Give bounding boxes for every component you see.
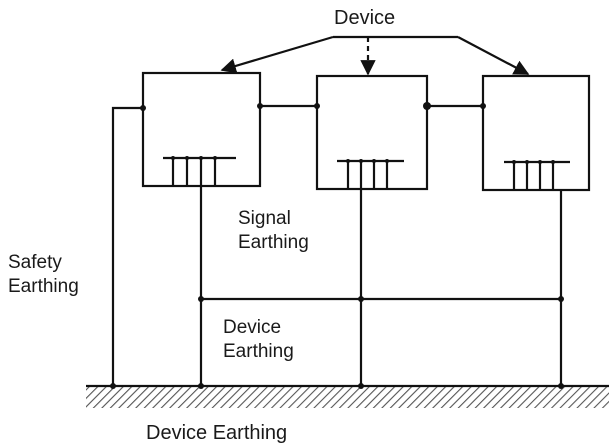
- safety-earthing-line: [111, 105, 146, 386]
- signal-earthing-label-line2: Earthing: [238, 232, 309, 253]
- signal-earthing-label-line1: Signal: [238, 208, 291, 229]
- device-box-3: [481, 74, 591, 192]
- signal-earthing-lines: [198, 186, 564, 386]
- signal-earthing-label: Signal Earthing: [238, 207, 309, 255]
- device-earthing-label: Device Earthing: [223, 316, 294, 364]
- safety-earthing-label: Safety Earthing: [8, 251, 79, 299]
- terminal-block-2: [337, 159, 404, 189]
- safety-earthing-label-line1: Safety: [8, 252, 62, 273]
- device-box-2: [315, 74, 429, 191]
- ground-bar: [86, 384, 609, 408]
- device-earthing-label-line2: Earthing: [223, 341, 294, 362]
- device-label: Device: [334, 7, 396, 29]
- safety-earthing-label-line2: Earthing: [8, 276, 79, 297]
- ground-junctions: [110, 383, 564, 389]
- device-earthing-caption: Device Earthing: [146, 422, 288, 444]
- device-pointer-arrows: [220, 35, 530, 76]
- terminal-block-1: [163, 156, 236, 186]
- device-earthing-label-line1: Device: [223, 317, 282, 338]
- signal-link-lines: [257, 102, 486, 110]
- terminal-block-3: [504, 160, 570, 190]
